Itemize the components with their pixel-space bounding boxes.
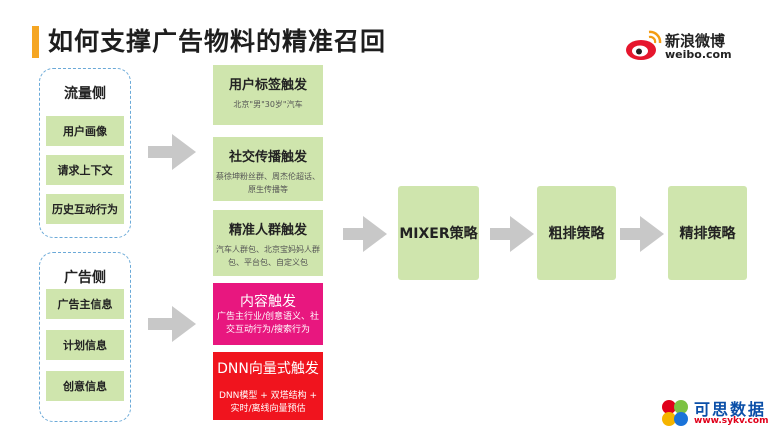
traffic-side-title: 流量侧 <box>64 86 106 102</box>
content-trigger-desc: 广告主行业/创意语义、社 交互动行为/搜索行为 <box>213 311 323 337</box>
desc-line: 实时/离线向量预估 <box>230 404 306 414</box>
creative-info-box: 创意信息 <box>46 371 124 401</box>
dnn-trigger-title: DNN向量式触发 <box>217 361 319 377</box>
desc-line: 蔡徐坤粉丝群、周杰伦超话、 <box>216 172 320 181</box>
watermark-url: www.sykv.com <box>694 416 768 426</box>
desc-line: DNN模型 + 双塔结构 + <box>218 391 318 401</box>
advertiser-info-box: 广告主信息 <box>46 289 124 319</box>
request-context-box: 请求上下文 <box>46 155 124 185</box>
ad-side-title: 广告侧 <box>64 270 106 286</box>
page-title: 如何支撑广告物料的精准召回 <box>48 27 387 56</box>
title-accent-bar <box>32 26 39 58</box>
arrow-right-icon <box>148 306 196 342</box>
social-trigger-title: 社交传播触发 <box>228 150 307 165</box>
audience-trigger: 精准人群触发 汽车人群包、北京宝妈妈人群 包、平台包、自定义包 <box>213 210 323 276</box>
desc-line: 包、平台包、自定义包 <box>228 258 308 267</box>
brand-name-cn: 新浪微博 <box>665 32 726 50</box>
ad-side-group: 广告侧 广告主信息 计划信息 创意信息 <box>39 252 131 422</box>
audience-trigger-desc: 汽车人群包、北京宝妈妈人群 包、平台包、自定义包 <box>213 243 323 269</box>
brand-name-en: weibo.com <box>665 48 732 61</box>
arrow-right-icon <box>148 134 196 170</box>
mixer-stage: MIXER策略 <box>398 186 479 280</box>
fine-rank-stage: 精排策略 <box>668 186 747 280</box>
watermark-name: 可思数据 <box>694 400 767 419</box>
weibo-logo-icon <box>626 30 662 60</box>
arrow-right-icon <box>620 216 664 252</box>
traffic-side-group: 流量侧 用户画像 请求上下文 历史互动行为 <box>39 68 131 238</box>
dnn-trigger-desc: DNN模型 + 双塔结构 + 实时/离线向量预估 <box>213 390 323 416</box>
audience-trigger-title: 精准人群触发 <box>228 223 307 238</box>
dnn-trigger: DNN向量式触发 DNN模型 + 双塔结构 + 实时/离线向量预估 <box>213 352 323 420</box>
content-trigger-title: 内容触发 <box>240 294 296 310</box>
content-trigger: 内容触发 广告主行业/创意语义、社 交互动行为/搜索行为 <box>213 283 323 345</box>
user-tag-trigger: 用户标签触发 北京"男"30岁"汽车 <box>213 65 323 125</box>
user-tag-trigger-desc: 北京"男"30岁"汽车 <box>213 98 323 111</box>
desc-line: 原生传播等 <box>248 185 288 194</box>
desc-line: 汽车人群包、北京宝妈妈人群 <box>216 245 320 254</box>
desc-line: 北京"男"30岁"汽车 <box>233 100 303 109</box>
desc-line: 交互动行为/搜索行为 <box>225 325 311 335</box>
arrow-right-icon <box>343 216 387 252</box>
social-trigger: 社交传播触发 蔡徐坤粉丝群、周杰伦超话、 原生传播等 <box>213 137 323 201</box>
sykv-logo-icon <box>662 400 688 426</box>
history-interaction-box: 历史互动行为 <box>46 194 124 224</box>
user-tag-trigger-title: 用户标签触发 <box>228 78 307 93</box>
coarse-rank-stage: 粗排策略 <box>537 186 616 280</box>
social-trigger-desc: 蔡徐坤粉丝群、周杰伦超话、 原生传播等 <box>213 170 323 196</box>
weibo-brand: 新浪微博 weibo.com <box>625 28 735 64</box>
plan-info-box: 计划信息 <box>46 330 124 360</box>
desc-line: 广告主行业/创意语义、社 <box>216 312 320 322</box>
user-profile-box: 用户画像 <box>46 116 124 146</box>
arrow-right-icon <box>490 216 534 252</box>
